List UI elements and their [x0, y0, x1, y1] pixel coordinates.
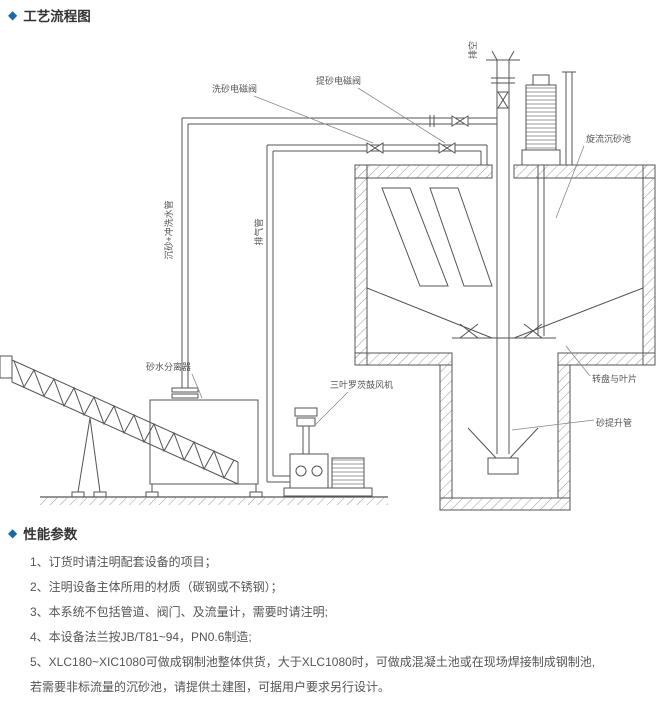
- params-section-title: 性能参数: [23, 527, 78, 542]
- diamond-icon: ◆: [8, 526, 18, 540]
- leader-lines: [191, 87, 595, 431]
- param-item: 3、本系统不包括管道、阀门、及流量计，需要时请注明;: [30, 605, 329, 619]
- performance-params-list: 1、订货时请注明配套设备的项目； 2、注明设备主体所用的材质（碳钢或不锈钢）； …: [0, 548, 660, 700]
- turntable-label: 转盘与叶片: [592, 373, 637, 384]
- diagram-labels: 洗砂电磁阀 提砂电磁阀 排空 沉砂+冲洗水管 排气管 旋流沉砂池 砂水分离器 三…: [146, 41, 637, 428]
- process-flow-diagram: 洗砂电磁阀 提砂电磁阀 排空 沉砂+冲洗水管 排气管 旋流沉砂池 砂水分离器 三…: [0, 30, 660, 518]
- piping: [171, 115, 497, 483]
- inlet-pipe-label: 沉砂+冲洗水管: [163, 200, 174, 259]
- sand-riser-pipe: [486, 50, 520, 454]
- cyclone-tank-label: 旋流沉砂池: [586, 133, 631, 144]
- param-item: 1、订货时请注明配套设备的项目；: [30, 555, 217, 569]
- process-flow-svg: 洗砂电磁阀 提砂电磁阀 排空 沉砂+冲洗水管 排气管 旋流沉砂池 砂水分离器 三…: [0, 41, 656, 511]
- flow-section-title: 工艺流程图: [23, 9, 91, 24]
- turntable-blades: [452, 323, 556, 339]
- agitator-motor: [521, 71, 576, 336]
- lift-valve-label: 提砂电磁阀: [316, 75, 361, 86]
- drain-label: 排空: [467, 41, 478, 59]
- wash-valve-label: 洗砂电磁阀: [212, 83, 257, 94]
- blower-label: 三叶罗茨鼓风机: [330, 379, 393, 390]
- flow-section-header: ◆ 工艺流程图: [0, 0, 660, 30]
- sand-water-separator: [0, 355, 263, 498]
- param-item: 4、本设备法兰按JB/T81~94，PN0.6制造;: [30, 630, 252, 644]
- param-item: 若需要非标流量的沉砂池，请提供土建图，可据用户要求另行设计。: [30, 680, 391, 694]
- separator-label: 砂水分离器: [146, 361, 191, 372]
- cyclone-tank: [354, 164, 656, 511]
- diamond-icon: ◆: [8, 8, 18, 22]
- param-item: 2、注明设备主体所用的材质（碳钢或不锈钢）；: [30, 580, 283, 594]
- ground-line: [40, 496, 388, 505]
- params-section-header: ◆ 性能参数: [0, 518, 660, 548]
- param-item: 5、XLC180~XIC1080可做成钢制池整体供货，大于XLC1080时，可做…: [30, 655, 596, 669]
- riser-label: 砂提升管: [596, 417, 632, 428]
- screw-spiral: [13, 360, 235, 480]
- exhaust-pipe-label: 排气管: [253, 218, 264, 245]
- drain-valve-icon: [497, 91, 509, 109]
- roots-blower: [283, 407, 373, 497]
